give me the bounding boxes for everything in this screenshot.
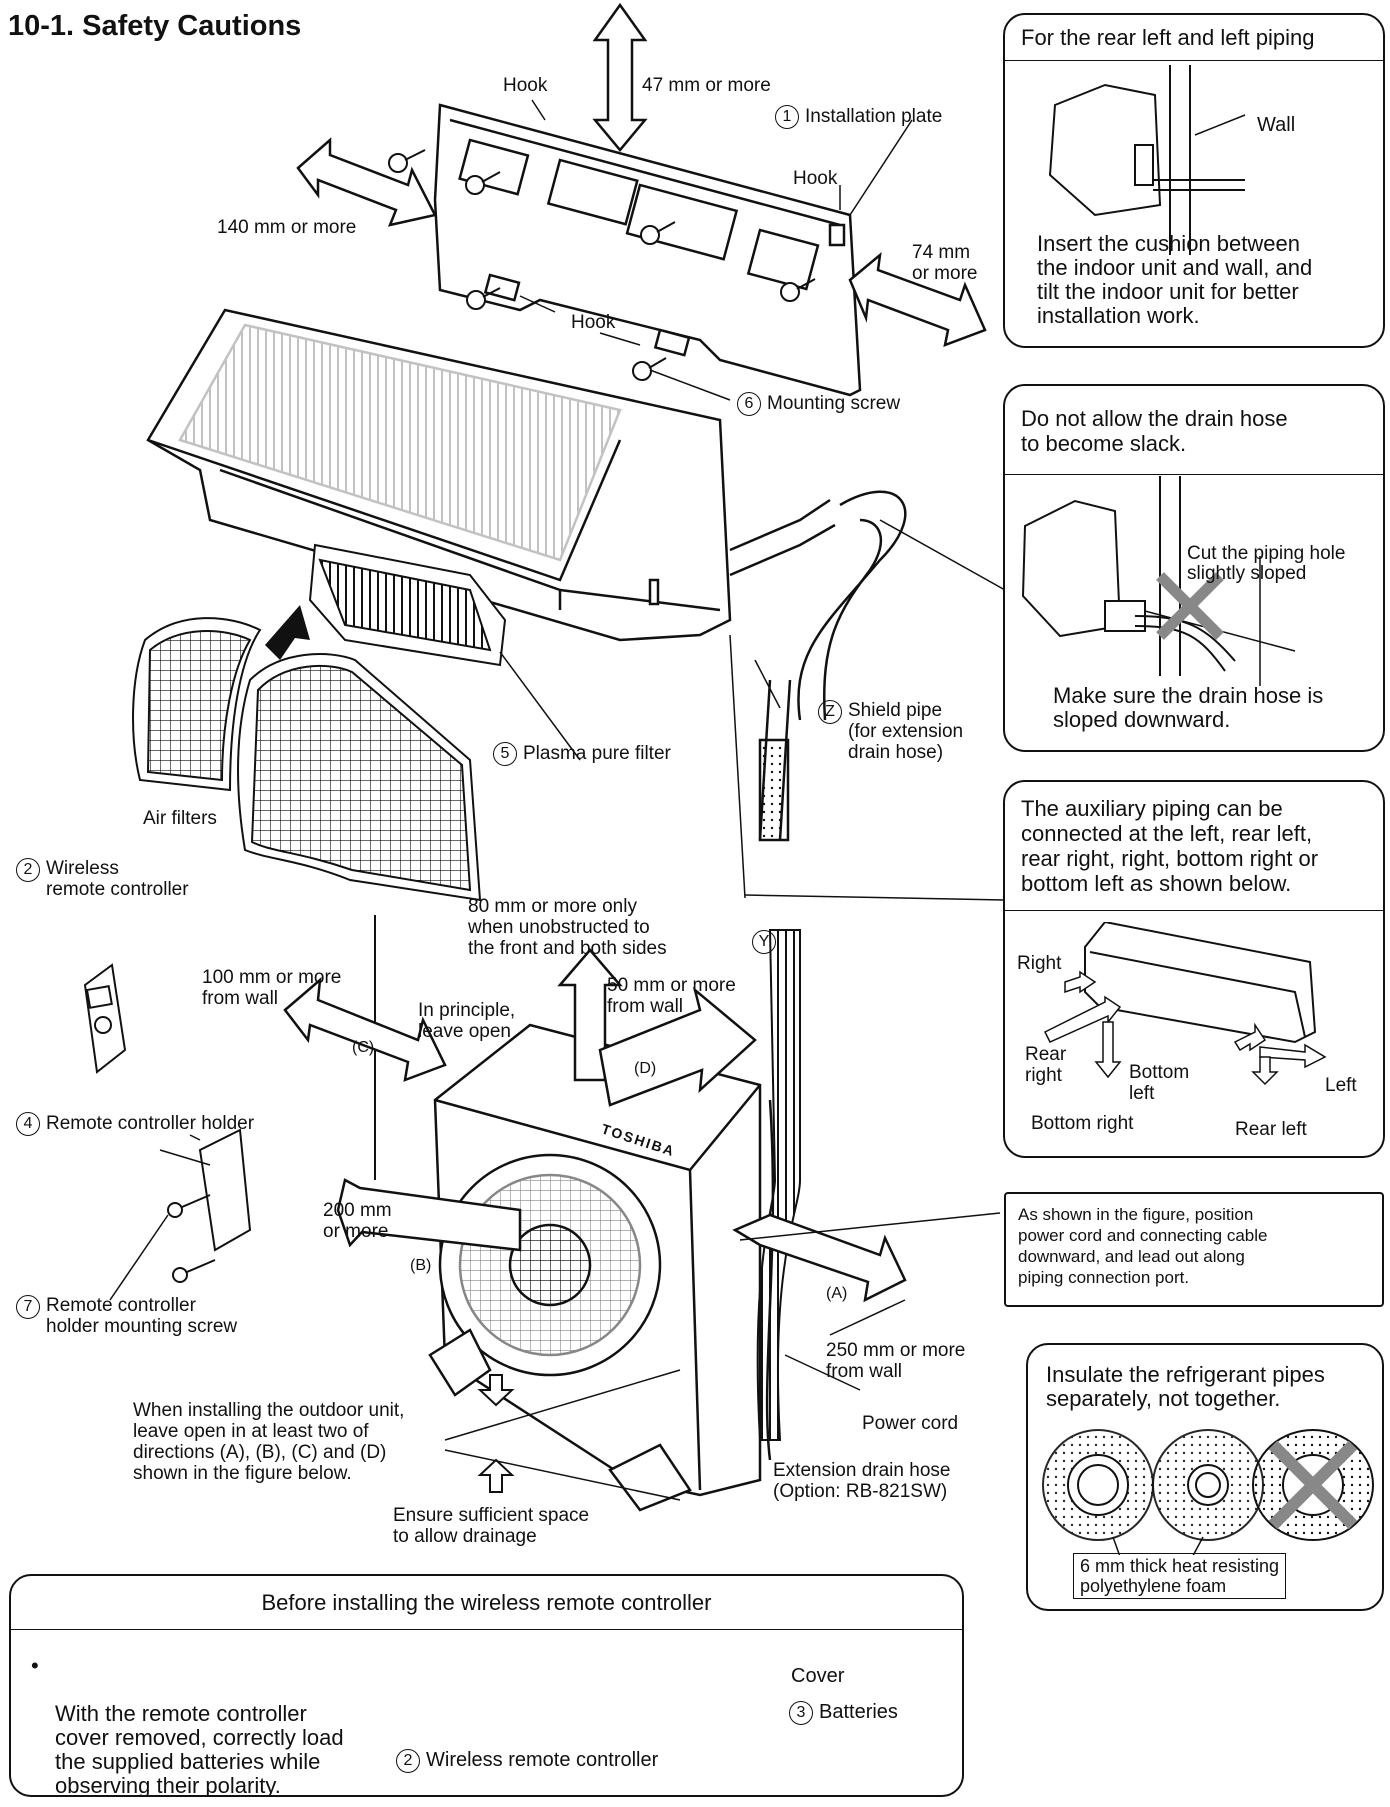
extension-pipe <box>756 929 801 1441</box>
indoor-unit <box>146 308 732 642</box>
insulate-box-text: Insulate the refrigerant pipes separatel… <box>1046 1362 1325 1411</box>
remote-holder <box>167 1128 252 1283</box>
air-filters-label: Air filters <box>143 808 217 829</box>
remote-controller <box>83 963 127 1074</box>
power-cord-box: As shown in the figure, position power c… <box>1004 1192 1384 1307</box>
drainage-arrows <box>477 1374 515 1493</box>
clearance-140-label: 140 mm or more <box>217 217 357 238</box>
leader-lines <box>109 99 1006 1391</box>
number-2-icon: 2 <box>16 858 40 882</box>
direction-b-label: (B) <box>410 1257 432 1274</box>
number-5-icon: 5 <box>493 742 517 766</box>
clearance-250-label: 250 mm or more from wall <box>826 1340 966 1382</box>
aux-rear-right-label: Rear right <box>1025 1044 1067 1086</box>
drain-illustration <box>1021 476 1296 686</box>
aux-rear-left-label: Rear left <box>1235 1119 1307 1140</box>
number-1-icon: 1 <box>775 105 799 129</box>
number-3-icon: 3 <box>789 1700 813 1725</box>
drain-hose-box: Do not allow the drain hose to become sl… <box>1003 384 1385 752</box>
drain-box-header: Do not allow the drain hose to become sl… <box>1005 386 1383 475</box>
hook-label-top: Hook <box>503 75 548 96</box>
aux-bottom-left-label: Bottom left <box>1129 1062 1190 1104</box>
clearance-74-label: 74 mm or more <box>912 242 978 284</box>
hook-label-bottom: Hook <box>571 312 616 333</box>
clearance-80-label: 80 mm or more only when unobstructed to … <box>468 896 667 959</box>
insulate-box: Insulate the refrigerant pipes separatel… <box>1026 1343 1384 1611</box>
remote-box-header: Before installing the wireless remote co… <box>11 1576 962 1630</box>
hook-label-right: Hook <box>793 168 838 189</box>
screw-icons <box>388 149 816 381</box>
direction-d-label: (D) <box>634 1060 657 1077</box>
insert-arrow-icon <box>265 605 310 660</box>
foam-label: 6 mm thick heat resisting polyethylene f… <box>1073 1553 1287 1599</box>
clearance-47-label: 47 mm or more <box>642 75 771 96</box>
principle-open-label: In principle, leave open <box>418 1000 516 1042</box>
aux-illustration <box>1043 922 1327 1086</box>
drain-hose <box>729 490 907 842</box>
number-7-icon: 7 <box>16 1295 40 1319</box>
number-2-icon: 2 <box>396 1748 420 1773</box>
rear-left-box-header: For the rear left and left piping <box>1005 15 1383 61</box>
aux-piping-box: The auxiliary piping can be connected at… <box>1003 780 1385 1158</box>
clearance-50-label: 50 mm or more from wall <box>607 975 736 1017</box>
direction-a-label: (A) <box>826 1285 848 1302</box>
letter-z-icon: Z <box>818 700 842 724</box>
wall-label: Wall <box>1257 114 1296 136</box>
power-cord-box-text: As shown in the figure, position power c… <box>1018 1205 1268 1287</box>
direction-c-label: (C) <box>352 1039 375 1056</box>
drain-box-text: Make sure the drain hose is sloped downw… <box>1053 683 1324 732</box>
air-filters <box>132 617 482 902</box>
cut-piping-label: Cut the piping hole slightly sloped <box>1187 543 1346 584</box>
page-title: 10-1. Safety Cautions <box>8 10 302 42</box>
remote-install-box: Before installing the wireless remote co… <box>9 1574 964 1797</box>
letter-y-icon: Y <box>752 930 776 954</box>
insulation-illustration <box>1042 1429 1374 1555</box>
number-6-icon: 6 <box>737 392 761 416</box>
aux-right-label: Right <box>1017 953 1062 974</box>
clearance-200-label: 200 mm or more <box>323 1200 392 1242</box>
clearance-arrows-plate <box>296 2 987 347</box>
power-cord-label: Power cord <box>862 1413 959 1434</box>
rear-left-piping-box: For the rear left and left piping Wall I… <box>1003 13 1385 348</box>
number-4-icon: 4 <box>16 1112 40 1136</box>
clearance-100-label: 100 mm or more from wall <box>202 967 342 1009</box>
rear-left-box-text: Insert the cushion between the indoor un… <box>1037 231 1313 328</box>
installation-plate <box>433 103 862 397</box>
install-outdoor-note: When installing the outdoor unit, leave … <box>133 1400 405 1484</box>
rear-left-illustration <box>1048 65 1246 255</box>
aux-box-header: The auxiliary piping can be connected at… <box>1005 782 1383 911</box>
aux-left-label: Left <box>1325 1075 1357 1096</box>
extension-drain-label: Extension drain hose (Option: RB-821SW) <box>773 1460 951 1502</box>
aux-bottom-right-label: Bottom right <box>1031 1113 1134 1134</box>
drainage-label: Ensure sufficient space to allow drainag… <box>393 1505 590 1547</box>
y-mark-label: Y <box>752 930 782 954</box>
plasma-filter <box>308 543 507 667</box>
remote-bullet-text: • With the remote controller cover remov… <box>31 1653 344 1797</box>
outdoor-unit <box>428 1023 775 1512</box>
cover-label: Cover <box>791 1665 845 1687</box>
